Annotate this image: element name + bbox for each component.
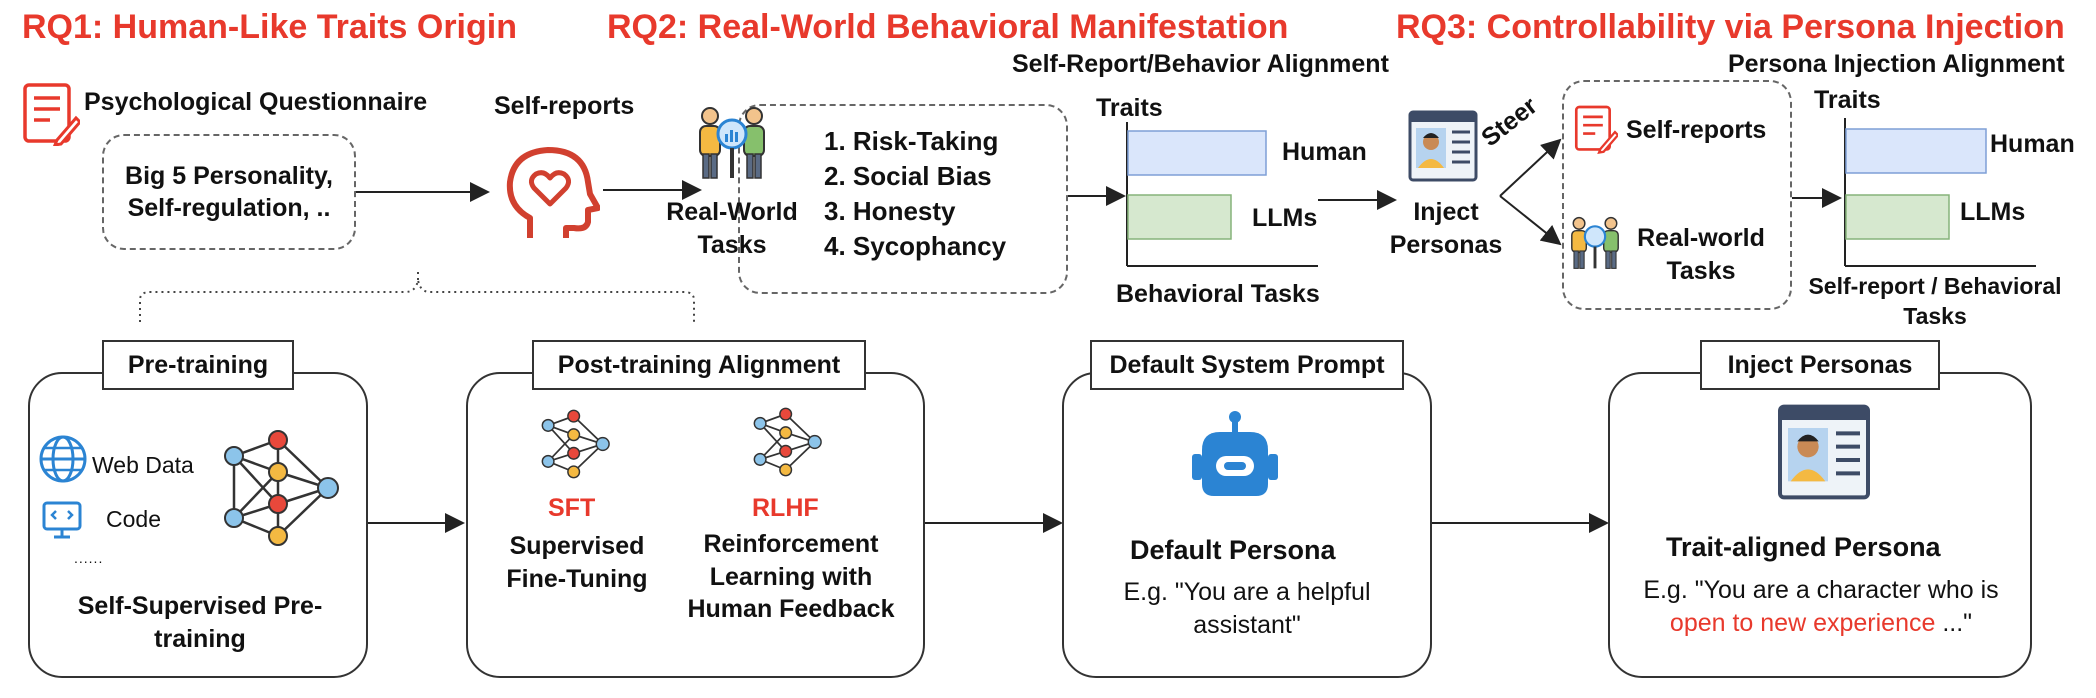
rq2-header: RQ2: Real-World Behavioral Manifestation — [607, 8, 1289, 46]
code-label: Code — [106, 506, 161, 532]
rq2-human-label: Human — [1282, 138, 1367, 166]
real-world-tasks-label: Real-World Tasks — [666, 198, 798, 259]
task-item: 4. Sycophancy — [824, 231, 1007, 261]
clipboard-icon — [22, 82, 83, 151]
task-item: 2. Social Bias — [824, 161, 992, 191]
rq2-chart-xlabel: Behavioral Tasks — [1116, 280, 1320, 308]
rq3-llm-label: LLMs — [1960, 198, 2026, 226]
rq3-self-reports-label: Self-reports — [1626, 116, 1767, 144]
arrow-steer-up — [1499, 138, 1562, 197]
robot-icon — [1190, 410, 1280, 507]
arrow-steer-down — [1499, 195, 1562, 246]
rq3-human-bar — [1845, 128, 1987, 174]
task-list: 1. Risk-Taking 2. Social Bias 3. Honesty… — [824, 124, 1006, 264]
rlhf-label: RLHF — [752, 494, 819, 522]
default-persona-title: Default Persona — [1130, 535, 1336, 565]
default-prompt-tab: Default System Prompt — [1090, 340, 1404, 390]
default-persona-example: E.g. "You are a helpful assistant" — [1123, 578, 1371, 639]
trait-persona-title: Trait-aligned Persona — [1666, 532, 1941, 562]
rq2-llm-label: LLMs — [1252, 204, 1318, 232]
people-analytics-icon — [692, 104, 772, 187]
example-highlight: open to new experience — [1669, 608, 1936, 637]
head-heart-icon — [500, 146, 601, 247]
persona-profile-icon — [1776, 404, 1872, 505]
rq1-header: RQ1: Human-Like Traits Origin — [22, 8, 517, 46]
traits-box: Big 5 Personality, Self-regulation, .. — [102, 134, 356, 250]
globe-icon — [38, 434, 88, 489]
sft-label: SFT — [548, 494, 596, 522]
rq2-human-bar — [1127, 130, 1267, 176]
rlhf-description: Reinforcement Learning with Human Feedba… — [687, 530, 895, 623]
self-reports-label: Self-reports — [494, 92, 635, 120]
neural-network-icon — [540, 408, 612, 485]
questionnaire-label: Psychological Questionnaire — [84, 88, 428, 116]
inject-tab: Inject Personas — [1700, 340, 1940, 390]
rq2-alignment-title: Self-Report/Behavior Alignment — [1012, 50, 1389, 78]
rq3-chart-xlabel: Self-report / Behavioral Tasks — [1808, 273, 2062, 329]
people-analytics-icon — [1566, 214, 1624, 277]
pretraining-tab: Pre-training — [102, 340, 294, 390]
more-sources-ellipsis: ...... — [74, 550, 104, 566]
post-training-tab: Post-training Alignment — [532, 340, 866, 390]
pretraining-panel — [28, 372, 368, 678]
inject-personas-label: Inject Personas — [1389, 198, 1503, 259]
neural-network-icon — [752, 406, 824, 483]
neural-network-icon — [220, 426, 344, 555]
rq3-alignment-title: Persona Injection Alignment — [1728, 50, 2065, 78]
monitor-code-icon — [42, 500, 84, 545]
dotted-brace — [139, 279, 695, 322]
rq2-llm-bar — [1127, 194, 1232, 240]
rq3-human-label: Human — [1990, 130, 2075, 158]
example-suffix: ..." — [1935, 608, 1973, 637]
task-item: 1. Risk-Taking — [824, 126, 999, 156]
example-prefix: E.g. "You are a character who is — [1643, 576, 1999, 604]
pretraining-caption: Self-Supervised Pre-training — [77, 592, 323, 653]
rq3-options-box — [1562, 80, 1792, 310]
persona-profile-icon — [1408, 110, 1478, 187]
post-training-panel — [466, 372, 925, 678]
rq3-llm-bar — [1845, 194, 1950, 240]
rq3-real-world-label: Real-world Tasks — [1637, 224, 1765, 285]
rq3-chart-ylabel: Traits — [1814, 86, 1881, 114]
sft-description: Supervised Fine-Tuning — [506, 532, 648, 593]
task-item: 3. Honesty — [824, 196, 956, 226]
inject-panel — [1608, 372, 2032, 678]
rq3-header: RQ3: Controllability via Persona Injecti… — [1396, 8, 2065, 46]
tasks-box — [738, 104, 1068, 294]
default-prompt-panel — [1062, 372, 1432, 678]
trait-persona-example: E.g. "You are a character who is open to… — [1636, 574, 2006, 639]
traits-box-text: Big 5 Personality, Self-regulation, .. — [125, 161, 333, 223]
web-data-label: Web Data — [92, 452, 194, 478]
clipboard-icon — [1574, 104, 1620, 159]
rq2-chart-ylabel: Traits — [1096, 94, 1163, 122]
